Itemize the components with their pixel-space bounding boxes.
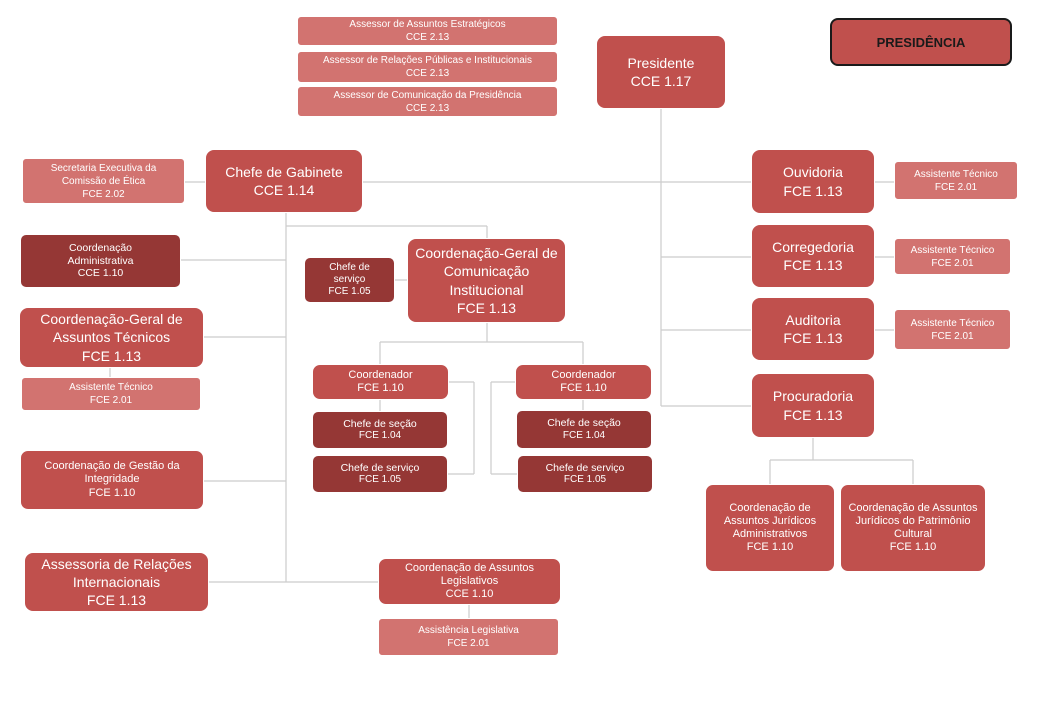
- unit-code: CCE 2.13: [405, 32, 450, 43]
- coord-juridicos-admin-box: Coordenação de Assuntos Jurídicos Admini…: [705, 484, 835, 572]
- chefe-secao-a-box: Chefe de seção FCE 1.04: [312, 411, 448, 449]
- unit-code: CCE 2.13: [405, 68, 450, 79]
- ouvidoria-box: Ouvidoria FCE 1.13: [751, 149, 875, 214]
- coord-gestao-integridade-box: Coordenação de Gestão da Integridade FCE…: [20, 450, 204, 510]
- unit-title: Assessor de Assuntos Estratégicos: [349, 19, 506, 30]
- unit-code: FCE 1.05: [328, 286, 371, 297]
- coordenador-b-box: Coordenador FCE 1.10: [515, 364, 652, 400]
- unit-code: FCE 1.13: [783, 406, 843, 423]
- unit-code: FCE 1.10: [889, 541, 937, 554]
- unit-code: FCE 1.13: [783, 330, 843, 346]
- cg-comunicacao-box: Coordenação-Geral de Comunicação Institu…: [407, 238, 566, 323]
- coord-administrativa-box: Coordenação Administrativa CCE 1.10: [20, 234, 181, 288]
- legend-presidencia: PRESIDÊNCIA: [830, 18, 1012, 66]
- unit-title: Secretaria Executiva da Comissão de Étic…: [50, 162, 157, 187]
- unit-code: FCE 2.01: [89, 395, 133, 406]
- secretaria-executiva-box: Secretaria Executiva da Comissão de Étic…: [22, 158, 185, 204]
- unit-title: Presidente: [627, 54, 695, 71]
- unit-code: FCE 2.01: [931, 330, 974, 342]
- unit-title: Ouvidoria: [783, 164, 843, 181]
- unit-code: FCE 1.10: [560, 382, 607, 394]
- coord-assuntos-legislativos-box: Coordenação de Assuntos Legislativos CCE…: [378, 558, 561, 605]
- assessor-relacoes-box: Assessor de Relações Públicas e Instituc…: [297, 51, 558, 83]
- unit-title: Coordenação-Geral de Comunicação Institu…: [415, 245, 558, 298]
- unit-title: Coordenação de Assuntos Legislativos: [404, 561, 535, 587]
- unit-title: Chefe de serviço: [545, 461, 625, 474]
- coordenador-a-box: Coordenador FCE 1.10: [312, 364, 449, 400]
- chefe-servico-cgci-box: Chefe de serviço FCE 1.05: [304, 257, 395, 303]
- unit-code: FCE 2.01: [931, 257, 974, 269]
- unit-code: FCE 1.13: [783, 257, 843, 273]
- unit-title: Coordenação de Assuntos Jurídicos do Pat…: [848, 501, 978, 540]
- unit-title: Assistência Legislativa: [418, 625, 519, 636]
- cg-assuntos-tecnicos-box: Coordenação-Geral de Assuntos Técnicos F…: [19, 307, 204, 368]
- auditoria-box: Auditoria FCE 1.13: [751, 297, 875, 361]
- unit-code: FCE 1.13: [86, 592, 147, 609]
- unit-title: Coordenação de Assuntos Jurídicos Admini…: [723, 501, 817, 540]
- unit-title: Assessor de Relações Públicas e Instituc…: [323, 55, 532, 66]
- unit-code: FCE 2.01: [447, 638, 490, 649]
- unit-title: Chefe de serviço: [340, 461, 420, 474]
- unit-title: Coordenação de Gestão da Integridade: [44, 460, 180, 486]
- assistente-corregedoria-box: Assistente Técnico FCE 2.01: [894, 238, 1011, 275]
- assistente-auditoria-box: Assistente Técnico FCE 2.01: [894, 309, 1011, 350]
- unit-title: Procuradoria: [772, 388, 854, 405]
- unit-title: Chefe de seção: [547, 417, 621, 430]
- unit-title: Coordenação Administrativa: [67, 242, 134, 267]
- assessoria-internacionais-box: Assessoria de Relações Internacionais FC…: [24, 552, 209, 612]
- corregedoria-box: Corregedoria FCE 1.13: [751, 224, 875, 288]
- unit-code: FCE 1.10: [357, 382, 404, 394]
- chefe-servico-a-box: Chefe de serviço FCE 1.05: [312, 455, 448, 493]
- unit-code: CCE 1.17: [630, 73, 692, 89]
- unit-code: FCE 1.10: [88, 486, 136, 499]
- unit-code: FCE 2.02: [82, 188, 125, 200]
- unit-title: Assistente Técnico: [914, 168, 998, 180]
- unit-code: CCE 1.10: [77, 267, 124, 280]
- assistencia-legislativa-box: Assistência Legislativa FCE 2.01: [378, 618, 559, 656]
- unit-code: FCE 2.01: [934, 181, 978, 193]
- procuradoria-box: Procuradoria FCE 1.13: [751, 373, 875, 438]
- unit-title: Coordenação-Geral de Assuntos Técnicos: [40, 311, 183, 346]
- unit-code: CCE 1.14: [253, 182, 315, 198]
- assessor-comunicacao-box: Assessor de Comunicação da Presidência C…: [297, 86, 558, 117]
- coord-juridicos-patrimonio-box: Coordenação de Assuntos Jurídicos do Pat…: [840, 484, 986, 572]
- unit-title: Assistente Técnico: [69, 382, 153, 393]
- unit-title: Coordenador: [348, 368, 413, 381]
- chefe-secao-b-box: Chefe de seção FCE 1.04: [516, 410, 652, 449]
- unit-title: Chefe de Gabinete: [225, 163, 343, 180]
- unit-title: Assistente Técnico: [910, 317, 995, 329]
- unit-title: Assistente Técnico: [910, 244, 995, 256]
- assistente-tecnico-cgat-box: Assistente Técnico FCE 2.01: [21, 377, 201, 411]
- unit-code: FCE 1.04: [358, 430, 402, 442]
- unit-title: Coordenador: [551, 368, 616, 381]
- unit-code: FCE 1.05: [563, 474, 607, 486]
- unit-code: CCE 2.13: [405, 102, 450, 114]
- unit-code: FCE 1.05: [358, 474, 402, 486]
- unit-title: Assessor de Comunicação da Presidência: [333, 89, 522, 101]
- unit-code: FCE 1.04: [562, 429, 606, 441]
- unit-code: FCE 1.13: [783, 182, 843, 199]
- unit-title: Assessoria de Relações Internacionais: [41, 555, 192, 590]
- unit-title: Chefe de serviço: [329, 262, 370, 285]
- unit-code: CCE 1.10: [445, 588, 494, 601]
- chefe-gabinete-box: Chefe de Gabinete CCE 1.14: [205, 149, 363, 213]
- presidente-box: Presidente CCE 1.17: [596, 35, 726, 109]
- chefe-servico-b-box: Chefe de serviço FCE 1.05: [517, 455, 653, 493]
- assessor-estrategicos-box: Assessor de Assuntos Estratégicos CCE 2.…: [297, 16, 558, 46]
- unit-title: Corregedoria: [772, 238, 854, 255]
- unit-code: FCE 1.13: [456, 299, 517, 316]
- unit-title: Chefe de seção: [343, 417, 417, 430]
- unit-code: FCE 1.13: [81, 347, 142, 364]
- unit-code: FCE 1.10: [746, 541, 794, 554]
- assistente-ouvidoria-box: Assistente Técnico FCE 2.01: [894, 161, 1018, 200]
- unit-title: Auditoria: [785, 311, 841, 328]
